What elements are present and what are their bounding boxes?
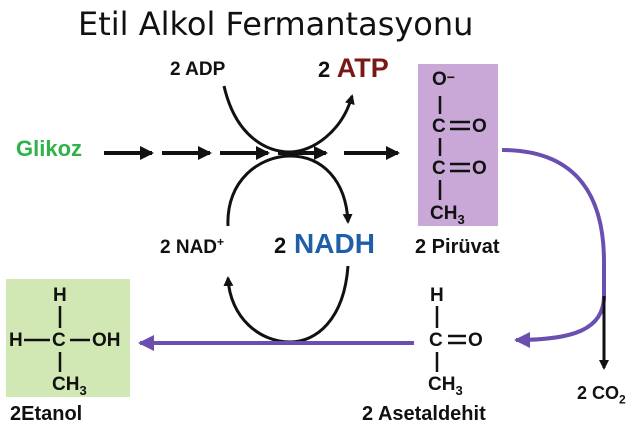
piruvat-o-minus: O− [432,70,455,89]
piruvat-bonds [438,96,470,200]
piruvat-box [418,64,498,226]
piruvat-c2: C [432,158,446,179]
asetaldehit-h: H [430,285,444,306]
asetaldehit-ch3: CH3 [428,375,463,397]
glikoz-label: Glikoz [16,136,83,161]
atp-label: 2 ATP [318,55,389,82]
nadh-text: NADH [294,228,375,259]
asetaldehit-ch3-text: CH [428,374,456,395]
etanol-ch3-sub: 3 [79,382,87,398]
etanol-ch3-text: CH [52,374,80,395]
asetaldehit-bonds [435,306,466,372]
co2-sub: 2 [619,392,626,407]
asetaldehit-o: O [468,330,483,351]
piruvat-ch3: CH3 [430,204,465,226]
asetaldehit-c: C [429,330,443,351]
etanol-c: C [52,330,66,351]
asetaldehit-ch3-sub: 3 [455,382,463,398]
etanol-bonds [24,306,90,372]
piruvat-o-minus-o: O [432,69,447,90]
piruvat-c1: C [432,116,446,137]
etanol-oh: OH [92,330,121,351]
decarboxylation-curve [501,148,606,300]
asetaldehit-label: 2 Asetaldehit [362,403,486,425]
piruvat-ch3-sub: 3 [457,211,465,227]
to-asetaldehit-arrow [514,295,606,348]
nadh-label: 2 NADH [274,230,375,258]
atp-count: 2 [318,57,331,82]
piruvat-label: 2 Pirüvat [415,236,500,258]
atp-text: ATP [336,53,389,83]
etanol-h-top: H [53,285,67,306]
piruvat-ch3-text: CH [430,203,458,224]
co2-text: 2 CO [577,383,620,403]
nad-plus-charge: + [217,235,225,249]
atp-arcs [222,85,355,154]
etanol-h-left: H [9,330,23,351]
piruvat-o-minus-charge: − [446,69,455,85]
etanol-ch3: CH3 [52,375,87,397]
piruvat-o1: O [472,116,487,137]
adp-label: 2 ADP [170,59,226,80]
nadh-count: 2 [274,233,287,258]
co2-label: 2 CO2 [577,384,626,406]
page-title: Etil Alkol Fermantasyonu [78,5,474,43]
nad-plus-label: 2 NAD+ [160,235,225,258]
etanol-label: 2Etanol [10,403,83,425]
nad-plus-text: 2 NAD [160,237,218,258]
etanol-box [6,279,130,397]
piruvat-o2: O [472,158,487,179]
